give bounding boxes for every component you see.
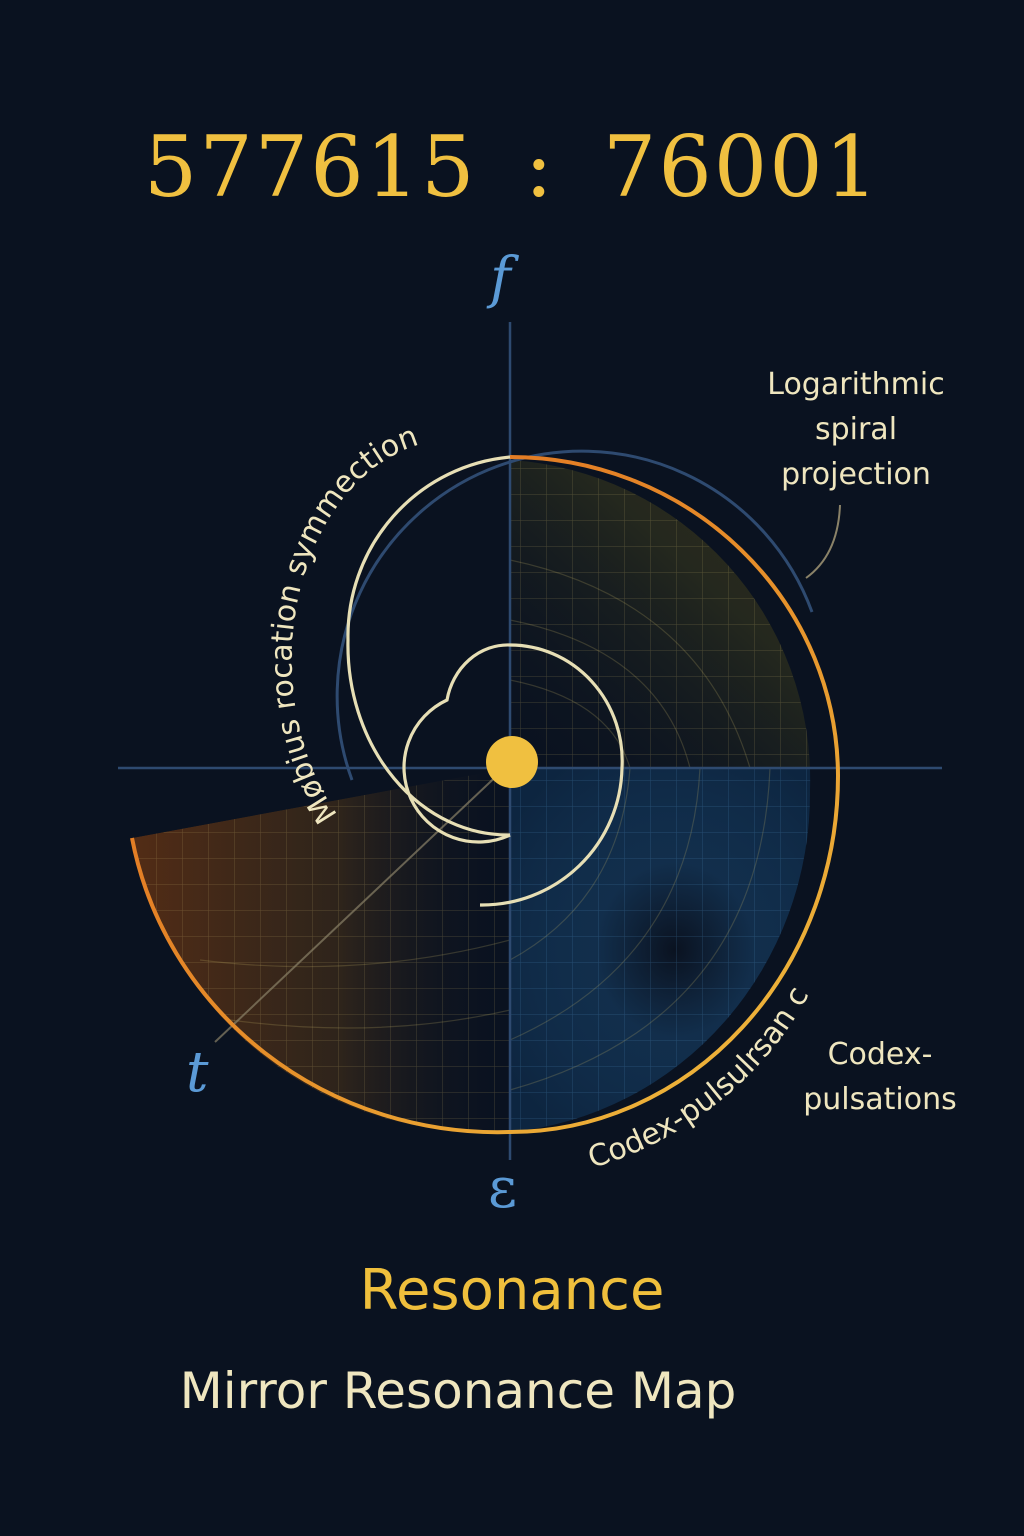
ratio-separator: : xyxy=(524,118,555,216)
axis-label-f: f xyxy=(490,246,511,311)
annotation-line: Codex- xyxy=(827,1037,933,1072)
logarithmic-spiral-annotation: Logarithmic spiral projection xyxy=(740,362,972,497)
annotation-line: Logarithmic xyxy=(767,367,945,402)
outer-orange-spiral xyxy=(130,455,841,1135)
outer-blue-spiral xyxy=(335,449,814,781)
ratio-left: 577615 xyxy=(143,118,477,216)
diagonal-axis xyxy=(214,767,506,1043)
map-subtitle: Mirror Resonance Map xyxy=(179,1362,737,1420)
annotation-line: spiral xyxy=(814,412,898,447)
annotation-line: pulsations xyxy=(803,1082,957,1117)
center-point xyxy=(486,736,538,788)
ratio-right: 76001 xyxy=(602,118,881,216)
ratio-heading: 577615:76001 xyxy=(0,118,1024,216)
resonance-title: Resonance xyxy=(359,1258,665,1323)
axis-label-t: t xyxy=(186,1040,209,1105)
spiral-mesh-fill xyxy=(132,460,811,1133)
codex-pulsations-annotation: Codex- pulsations xyxy=(780,1032,980,1122)
inner-spiral xyxy=(346,455,624,907)
annotation-line: projection xyxy=(781,457,931,492)
axis-label-epsilon: ε xyxy=(488,1156,518,1221)
annotation-leader xyxy=(805,504,841,579)
